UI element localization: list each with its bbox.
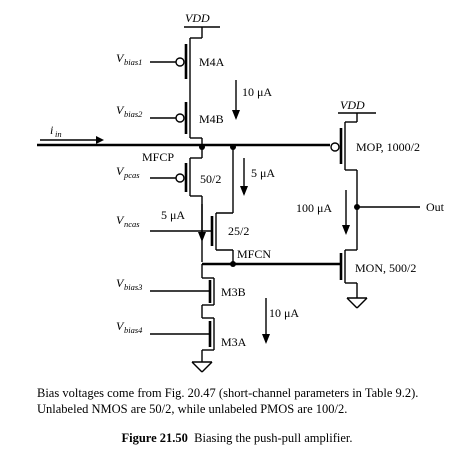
current-5ua-left-label: 5 μA: [161, 208, 185, 222]
mon-label: MON, 500/2: [355, 261, 416, 275]
ground-right-symbol: [346, 297, 368, 309]
input-line: i in: [37, 123, 202, 147]
svg-text:V: V: [116, 319, 125, 333]
transistor-m3b: M3B: [150, 264, 246, 318]
svg-text:bias3: bias3: [124, 282, 142, 292]
svg-text:V: V: [116, 276, 125, 290]
vncas-label: V ncas: [116, 213, 140, 229]
mop-label: MOP, 1000/2: [356, 140, 420, 154]
current-5ua-right-label: 5 μA: [251, 166, 275, 180]
transistor-mfcn: 25/2 MFCN: [150, 147, 271, 262]
vbias2-label: V bias2: [116, 103, 143, 119]
mfcn-label: MFCN: [237, 247, 271, 261]
current-10ua-top-label: 10 μA: [242, 85, 272, 99]
transistor-m4a: M4A: [150, 37, 225, 85]
m4a-label: M4A: [199, 55, 225, 69]
m3a-label: M3A: [221, 335, 247, 349]
svg-text:bias2: bias2: [124, 109, 143, 119]
svg-text:V: V: [116, 213, 125, 227]
mfcp-size-label: 50/2: [200, 172, 221, 186]
current-100ua-label: 100 μA: [296, 201, 332, 215]
svg-text:V: V: [116, 164, 125, 178]
current-10ua-bottom-label: 10 μA: [269, 306, 299, 320]
svg-text:pcas: pcas: [123, 170, 140, 180]
current-arrow-100ua: 100 μA: [296, 190, 350, 235]
figure-title: Biasing the push-pull amplifier.: [187, 431, 353, 445]
mfcn-size-label: 25/2: [228, 224, 249, 238]
m3b-label: M3B: [221, 285, 246, 299]
figure-number: Figure 21.50: [121, 431, 188, 445]
ground-left-symbol: [191, 361, 213, 373]
current-arrow-10ua-bottom: 10 μA: [262, 298, 299, 344]
current-arrow-5ua-right: 5 μA: [240, 158, 275, 196]
transistor-mfcp: MFCP 50/2: [142, 147, 221, 262]
transistor-m4b: M4B: [150, 85, 224, 147]
caption-line-2: Unlabeled NMOS are 50/2, while unlabeled…: [37, 402, 348, 416]
svg-text:in: in: [55, 129, 62, 139]
current-arrow-5ua-left: 5 μA: [161, 204, 206, 242]
transistor-m3a: M3A: [150, 317, 247, 362]
vdd-left-label: VDD: [185, 11, 210, 25]
vdd-left-supply: VDD: [184, 11, 220, 38]
vbias3-label: V bias3: [116, 276, 142, 292]
push-pull-bias-schematic: VDD M4A V bias1 M4B V bias2 10 μA: [37, 11, 445, 373]
vdd-right-label: VDD: [340, 98, 365, 112]
out-label: Out: [426, 200, 445, 214]
figure-caption: Figure 21.50 Biasing the push-pull ampli…: [0, 431, 474, 446]
transistor-mon: MON, 500/2: [339, 249, 416, 298]
caption-line-1: Bias voltages come from Fig. 20.47 (shor…: [37, 386, 419, 400]
svg-text:bias4: bias4: [124, 325, 143, 335]
vbias1-label: V bias1: [116, 51, 142, 67]
svg-text:V: V: [116, 51, 125, 65]
node-dot-3: [230, 261, 236, 267]
svg-text:ncas: ncas: [124, 219, 140, 229]
vdd-right-supply: VDD: [338, 98, 376, 122]
vpcas-label: V pcas: [116, 164, 140, 180]
current-arrow-10ua-top: 10 μA: [232, 80, 272, 120]
m4b-label: M4B: [199, 112, 224, 126]
output-node-dot: [354, 204, 360, 210]
vbias4-label: V bias4: [116, 319, 143, 335]
output-line: Out: [354, 200, 445, 214]
svg-text:V: V: [116, 103, 125, 117]
mfcp-label: MFCP: [142, 150, 174, 164]
input-current-label: i: [50, 123, 53, 137]
svg-text:bias1: bias1: [124, 57, 142, 67]
